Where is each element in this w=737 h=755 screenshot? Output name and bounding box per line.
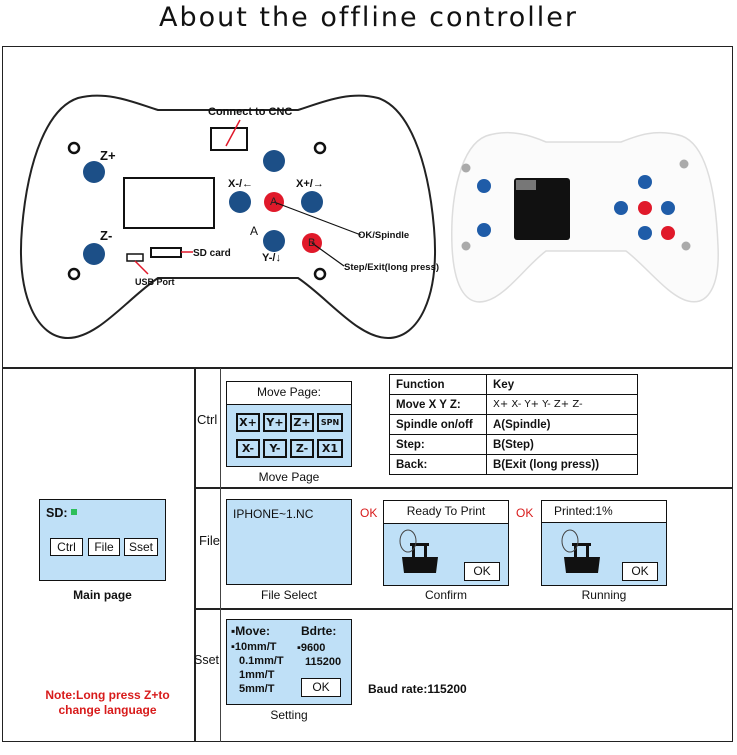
controller-photo <box>451 131 719 303</box>
sd-label: SD: <box>46 506 68 520</box>
bdrte-label: Bdrte: <box>301 624 337 638</box>
running-screen: Printed:1% OK <box>541 500 667 586</box>
baud-option[interactable]: 115200 <box>305 656 342 668</box>
ctrl-button[interactable]: Ctrl <box>50 538 83 556</box>
lcd-outline <box>123 177 215 229</box>
file-select-screen: IPHONE~1.NC <box>226 499 352 585</box>
confirm-ok-button[interactable]: OK <box>464 562 500 581</box>
x-minus-button <box>229 191 251 213</box>
table-row: Step: B(Step) <box>389 434 638 455</box>
file-row-label: File <box>199 533 220 548</box>
ctrl-row-label: Ctrl <box>197 412 218 427</box>
setting-screen: ▪Move: Bdrte: ▪10mm/T 0.1mm/T 1mm/T 5mm/… <box>226 619 352 705</box>
confirm-header: Ready To Print <box>384 501 508 524</box>
file-name[interactable]: IPHONE~1.NC <box>233 507 314 521</box>
a-side-label: A <box>250 224 259 238</box>
menu-guide-panel <box>2 368 733 742</box>
ok-spindle-label: OK/Spindle <box>358 230 410 241</box>
x-plus-button <box>301 191 323 213</box>
move-option[interactable]: 0.1mm/T <box>239 655 284 667</box>
y-plus-button <box>263 150 285 172</box>
table-row: Spindle on/off A(Spindle) <box>389 414 638 435</box>
running-ok-button[interactable]: OK <box>622 562 658 581</box>
page-title: About the offline controller <box>159 2 578 33</box>
table-header-key: Key <box>486 374 638 395</box>
key-function-table: Function Key Move X Y Z: X+ X- Y+ Y- Z+ … <box>389 374 638 475</box>
controller-outline <box>20 94 436 340</box>
running-header: Printed:1% <box>542 501 666 523</box>
printer-icon <box>399 529 438 573</box>
main-page-caption: Main page <box>73 588 132 602</box>
move-label: Move: <box>235 624 270 638</box>
sset-button[interactable]: Sset <box>124 538 158 556</box>
connect-to-cnc-label: Connect to CNC <box>208 106 293 118</box>
screw-hole-icon <box>67 141 81 155</box>
file-button[interactable]: File <box>88 538 120 556</box>
x-minus-label: X-/← <box>228 178 254 190</box>
screw-icon <box>461 241 471 251</box>
move-page-screen: Move Page: X+ Y+ Z+ SPN X- Y- Z- X1 <box>226 381 352 467</box>
baud-rate-note: Baud rate:115200 <box>368 682 467 696</box>
screw-hole-icon <box>313 267 327 281</box>
b-button-label: B <box>308 237 316 249</box>
table-row: Move X Y Z: X+ X- Y+ Y- Z+ Z- <box>389 394 638 415</box>
key-y-plus[interactable]: Y+ <box>263 413 287 432</box>
baud-option[interactable]: 9600 <box>300 642 326 654</box>
running-caption: Running <box>581 588 627 602</box>
sd-card-label: SD card <box>193 248 231 259</box>
table-header-function: Function <box>389 374 487 395</box>
usb-port <box>126 253 144 262</box>
move-option[interactable]: 5mm/T <box>239 683 275 695</box>
sset-row-label: Sset <box>194 653 220 667</box>
language-note: Note:Long press Z+to change language <box>45 688 170 717</box>
screw-hole-icon <box>67 267 81 281</box>
key-z-minus[interactable]: Z- <box>290 439 314 458</box>
y-minus-label: Y-/↓ <box>262 252 281 264</box>
screw-icon <box>679 159 689 169</box>
setting-caption: Setting <box>270 708 308 722</box>
step-exit-label: Step/Exit(long press) <box>344 262 440 273</box>
confirm-screen: Ready To Print OK <box>383 500 509 586</box>
x-plus-label: X+/→ <box>296 178 324 190</box>
key-z-plus[interactable]: Z+ <box>290 413 314 432</box>
screw-hole-icon <box>313 141 327 155</box>
move-page-caption: Move Page <box>258 470 320 484</box>
controller-diagram <box>20 94 436 340</box>
table-row: Back: B(Exit (long press)) <box>389 454 638 475</box>
z-plus-button <box>83 161 105 183</box>
move-option[interactable]: 10mm/T <box>234 641 277 653</box>
key-x-minus[interactable]: X- <box>236 439 260 458</box>
main-page-screen: SD: Ctrl File Sset <box>39 499 166 581</box>
usb-port-label: USB Port <box>135 277 175 287</box>
printer-icon <box>561 529 600 573</box>
move-option[interactable]: 1mm/T <box>239 669 275 681</box>
sd-slot <box>150 247 182 258</box>
y-minus-button <box>263 230 285 252</box>
z-plus-label: Z+ <box>100 148 116 163</box>
cnc-port <box>210 127 248 151</box>
screw-icon <box>461 163 471 173</box>
z-minus-button <box>83 243 105 265</box>
controller-diagram-panel <box>2 46 733 368</box>
a-button-label: A <box>270 196 278 208</box>
setting-ok-button[interactable]: OK <box>301 678 341 697</box>
move-page-header: Move Page: <box>227 382 351 405</box>
sd-status-icon <box>71 509 77 515</box>
screw-icon <box>681 241 691 251</box>
confirm-caption: Confirm <box>424 588 467 602</box>
z-minus-label: Z- <box>100 228 113 243</box>
key-x-plus[interactable]: X+ <box>236 413 260 432</box>
file-select-caption: File Select <box>260 588 318 602</box>
ok-arrow-2: OK <box>516 506 534 520</box>
ok-arrow-1: OK <box>360 506 378 520</box>
key-step-x1[interactable]: X1 <box>317 439 343 458</box>
key-y-minus[interactable]: Y- <box>263 439 287 458</box>
key-spindle[interactable]: SPN <box>317 413 343 432</box>
